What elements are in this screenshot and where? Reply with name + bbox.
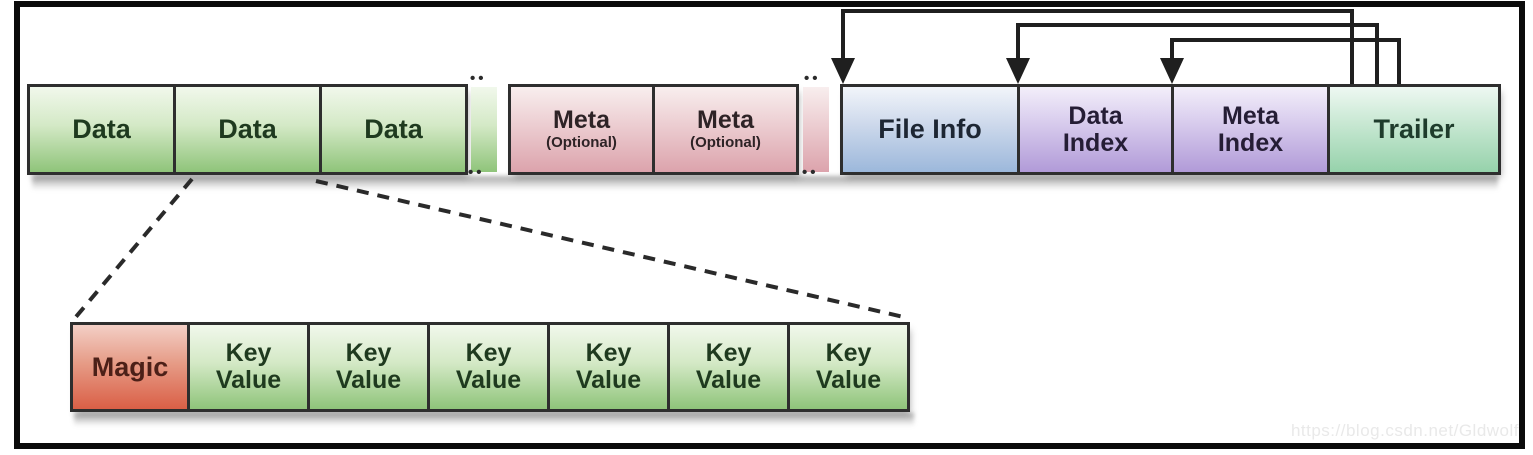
data-2-label: Data xyxy=(218,114,277,144)
file-info-arrowhead xyxy=(831,58,855,84)
expand-dashed-line-left xyxy=(73,177,194,320)
data-index-arrowhead xyxy=(1006,58,1030,84)
data-blocks-group: Data Data Data xyxy=(27,84,468,175)
meta-index-line1: Meta xyxy=(1222,101,1279,130)
meta-continuation-sliver xyxy=(803,87,829,172)
block-trailer: Trailer xyxy=(1327,84,1501,175)
meta-1-title: Meta xyxy=(553,106,610,134)
block-key-value-2: Key Value xyxy=(307,322,430,412)
meta-index-line2: Index xyxy=(1217,128,1284,157)
block-key-value-3: Key Value xyxy=(427,322,550,412)
trailer-to-meta-index-arrow-line xyxy=(1170,38,1401,84)
block-meta-2: Meta (Optional) xyxy=(652,84,799,175)
block-file-info: File Info xyxy=(840,84,1020,175)
trailer-label: Trailer xyxy=(1373,114,1455,144)
key-value-5-line1: Key xyxy=(705,339,752,367)
key-value-5-line2: Value xyxy=(695,366,762,394)
trailer-section-group: File Info Data Index Meta Index Trailer xyxy=(840,84,1501,175)
watermark: https://blog.csdn.net/Gldwolf xyxy=(1290,421,1519,440)
top-row-shadow xyxy=(32,176,1498,191)
key-value-4-line2: Value xyxy=(575,366,642,394)
block-key-value-5: Key Value xyxy=(667,322,790,412)
trailer-to-data-index-arrow-line xyxy=(1016,23,1379,84)
key-value-3-line2: Value xyxy=(455,366,522,394)
meta-index-arrowhead xyxy=(1160,58,1184,84)
data-3-label: Data xyxy=(364,114,423,144)
block-key-value-1: Key Value xyxy=(187,322,310,412)
outer-frame xyxy=(14,1,1525,449)
block-meta-1: Meta (Optional) xyxy=(508,84,655,175)
block-key-value-4: Key Value xyxy=(547,322,670,412)
meta-1-subtitle: (Optional) xyxy=(546,134,617,151)
key-value-2-line2: Value xyxy=(335,366,402,394)
block-meta-index: Meta Index xyxy=(1171,84,1330,175)
key-value-6-line2: Value xyxy=(815,366,882,394)
expanded-data-block-group: Magic Key Value Key Value Key Value Key … xyxy=(70,322,910,412)
key-value-4-line1: Key xyxy=(585,339,632,367)
data-1-label: Data xyxy=(72,114,131,144)
key-value-6-line1: Key xyxy=(825,339,872,367)
ellipsis-meta-top: •• xyxy=(804,70,821,87)
meta-2-title: Meta xyxy=(697,106,754,134)
data-index-line2: Index xyxy=(1062,128,1129,157)
ellipsis-data-top: •• xyxy=(470,70,487,87)
ellipsis-meta-bottom: •• xyxy=(802,164,819,181)
expand-dashed-line-right xyxy=(315,179,909,320)
meta-2-subtitle: (Optional) xyxy=(690,134,761,151)
key-value-1-line2: Value xyxy=(215,366,282,394)
data-continuation-sliver xyxy=(471,87,497,172)
meta-blocks-group: Meta (Optional) Meta (Optional) xyxy=(508,84,799,175)
block-magic: Magic xyxy=(70,322,190,412)
key-value-3-line1: Key xyxy=(465,339,512,367)
trailer-to-file-info-arrow-line xyxy=(841,9,1354,84)
file-info-label: File Info xyxy=(878,114,982,144)
expanded-row-shadow xyxy=(74,413,914,427)
block-data-1: Data xyxy=(27,84,176,175)
block-data-2: Data xyxy=(173,84,322,175)
key-value-1-line1: Key xyxy=(225,339,272,367)
block-key-value-6: Key Value xyxy=(787,322,910,412)
magic-label: Magic xyxy=(91,351,169,382)
data-index-line1: Data xyxy=(1068,101,1123,130)
block-data-index: Data Index xyxy=(1017,84,1174,175)
key-value-2-line1: Key xyxy=(345,339,392,367)
ellipsis-data-bottom: •• xyxy=(468,164,485,181)
block-data-3: Data xyxy=(319,84,468,175)
